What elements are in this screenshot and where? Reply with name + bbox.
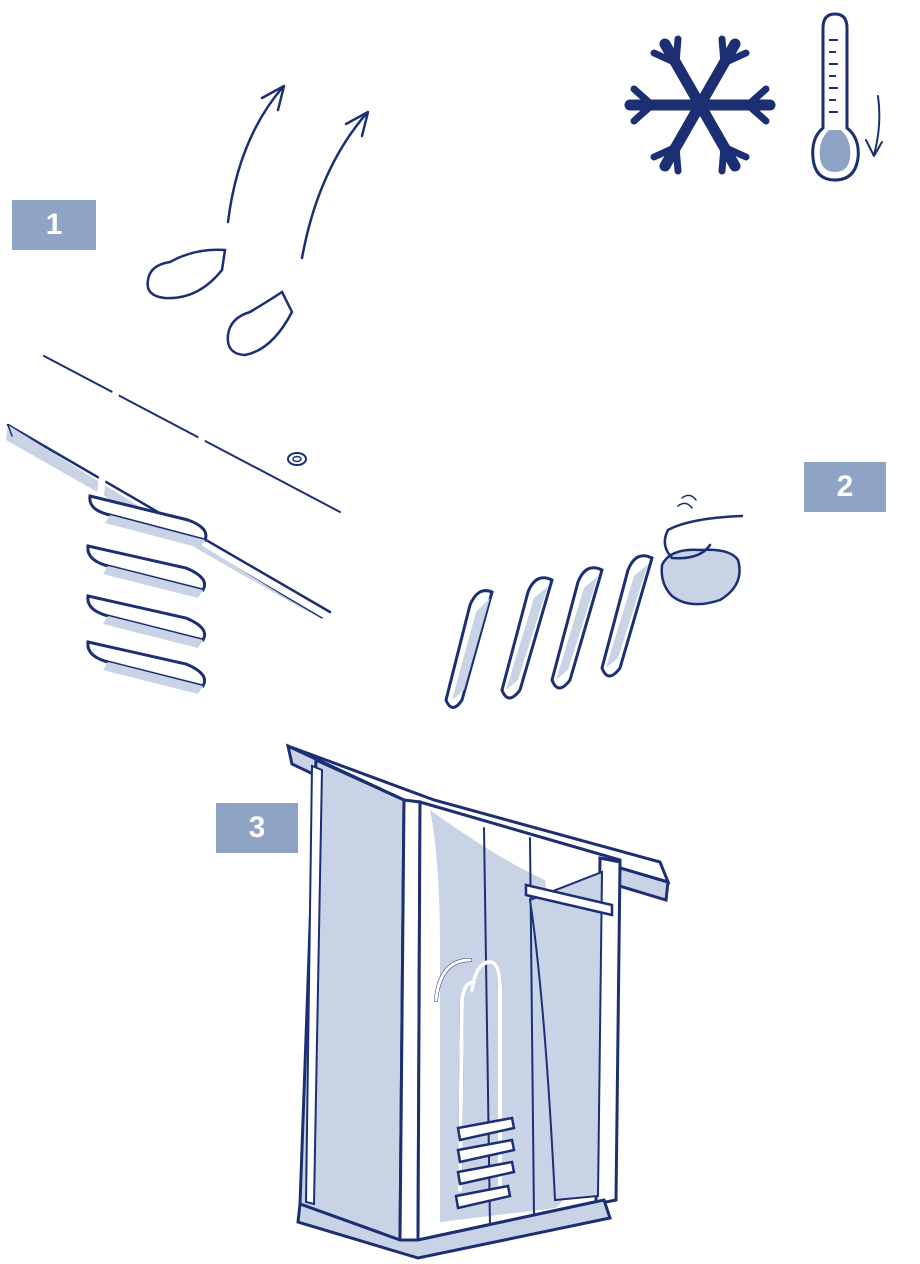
arrow-down-icon xyxy=(865,95,883,157)
snowflake-icon xyxy=(624,35,776,175)
step-3-badge: 3 xyxy=(216,803,298,853)
step-1-illustration xyxy=(6,84,370,723)
step-1-badge: 1 xyxy=(12,200,96,250)
step-3-illustration xyxy=(285,743,671,1260)
step-2-badge: 2 xyxy=(804,462,886,512)
step-2-illustration xyxy=(432,494,917,752)
thermometer-icon xyxy=(811,12,860,182)
